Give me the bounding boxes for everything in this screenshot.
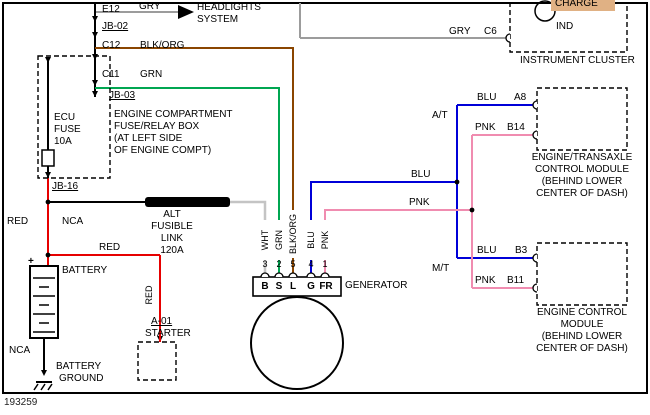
generator-label: GENERATOR	[345, 280, 408, 291]
starter-label: STARTER	[145, 328, 191, 339]
ecm-caption: ENGINE CONTROL MODULE (BEHIND LOWER CENT…	[536, 307, 628, 354]
headlights-system-label: HEADLIGHTS SYSTEM	[197, 2, 261, 25]
wire-label-gry-top: GRY	[139, 1, 161, 12]
wire-label-pnk-mid: PNK	[409, 197, 430, 208]
gry-wires	[95, 3, 506, 39]
wire-label-wht: WHT	[260, 220, 270, 260]
wire-label-red-starter: RED	[144, 280, 154, 310]
label-c12: C12	[102, 40, 121, 51]
ecm-box	[536, 242, 628, 306]
ecu-fuse-label: ECU FUSE 10A	[54, 112, 81, 147]
wire-label-blu-b3: BLU	[477, 245, 497, 256]
blk-org-wire	[95, 47, 294, 277]
label-mt: M/T	[432, 263, 450, 274]
battery-ground-label-1: BATTERY	[56, 361, 102, 372]
wire-label-blu-a8: BLU	[477, 92, 497, 103]
wire-label-nca: NCA	[62, 216, 84, 227]
headlights-arrow-icon	[178, 5, 194, 19]
generator-terminal-b: B	[261, 281, 269, 292]
generator-terminal-s: S	[275, 281, 283, 292]
label-jb02: JB-02	[102, 21, 129, 32]
battery-symbol	[29, 265, 59, 339]
wire-label-blkorg-v: BLK/ORG	[288, 210, 298, 258]
wire-label-pnk-v: PNK	[320, 220, 330, 260]
label-jb03: JB-03	[109, 90, 136, 101]
diagram-id: 193259	[4, 397, 38, 408]
wire-label-red-vertical: RED	[7, 216, 29, 227]
label-b14: B14	[507, 122, 525, 133]
label-at: A/T	[432, 110, 448, 121]
charge-label: CHARGE	[555, 0, 598, 9]
grn-wire	[95, 87, 280, 277]
generator-pin-2: 2	[276, 259, 282, 269]
generator-terminal-g: G	[307, 281, 315, 292]
charge-highlight	[551, 0, 615, 11]
label-b3: B3	[515, 245, 528, 256]
generator-terminal-l: L	[289, 281, 297, 292]
label-c11: C11	[102, 69, 120, 80]
label-b11: B11	[507, 275, 525, 286]
pnk-wires	[324, 134, 537, 289]
ind-label: IND	[556, 21, 574, 32]
battery-label: BATTERY	[62, 265, 108, 276]
generator-pin-1: 1	[322, 259, 328, 269]
ground-symbol-icon	[33, 338, 53, 391]
fuse-relay-box-caption: ENGINE COMPARTMENT FUSE/RELAY BOX (AT LE…	[114, 109, 233, 156]
wire-label-grn: GRN	[140, 69, 163, 80]
alt-fusible-link-caption: ALT FUSIBLE LINK 120A	[151, 209, 193, 256]
battery-ground-label-2: GROUND	[59, 373, 104, 384]
label-a8: A8	[514, 92, 527, 103]
generator-pin-5: 5	[290, 259, 296, 269]
wire-label-blu-mid: BLU	[411, 169, 431, 180]
etcm-caption: ENGINE/TRANSAXLE CONTROL MODULE (BEHIND …	[531, 152, 633, 199]
fuse-symbol-icon	[41, 149, 55, 167]
alt-fusible-link-bar	[145, 197, 230, 207]
generator-terminal-fr: FR	[319, 281, 333, 292]
battery-plus-sign: +	[28, 256, 34, 267]
connector-arcs	[260, 33, 538, 293]
wire-label-gry-right: GRY	[449, 26, 471, 37]
wire-label-pnk-b14: PNK	[475, 122, 496, 133]
fuse-relay-box	[37, 55, 111, 179]
instrument-cluster-label: INSTRUMENT CLUSTER	[520, 55, 635, 66]
wire-label-grn-v: GRN	[274, 220, 284, 260]
junction-dots	[45, 179, 475, 258]
generator-circle	[250, 296, 344, 390]
page-border	[2, 2, 648, 394]
red-wires	[47, 178, 161, 342]
generator-pin-3: 3	[262, 259, 268, 269]
generator-pin-4: 4	[308, 259, 314, 269]
wire-label-pnk-b11: PNK	[475, 275, 496, 286]
label-a01: A-01	[151, 316, 173, 327]
etcm-box	[536, 87, 628, 151]
wire-label-blu-v: BLU	[306, 220, 316, 260]
wire-label-blkorg: BLK/ORG	[140, 40, 185, 51]
wire-label-nca-ground: NCA	[9, 345, 31, 356]
blu-wires	[310, 104, 537, 277]
label-jb16: JB-16	[52, 181, 79, 192]
label-c6: C6	[484, 26, 497, 37]
charge-indicator-bulb-icon	[534, 0, 556, 22]
label-e12: E12	[102, 4, 120, 15]
wire-label-red-horizontal: RED	[99, 242, 121, 253]
starter-box	[137, 341, 177, 381]
